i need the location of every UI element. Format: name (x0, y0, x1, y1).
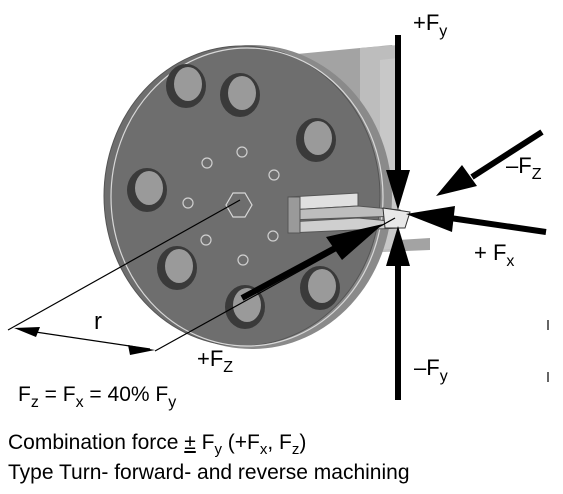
bolt-holes (182, 146, 280, 266)
label-plus-fx: + Fx (474, 240, 515, 270)
caption-line-1: Combination force ± Fy (+Fx, Fz) (8, 431, 307, 458)
caption-line-2: Type Turn- forward- and reverse machinin… (8, 461, 410, 484)
force-arrows (240, 35, 547, 400)
label-plus-fz: +FZ (197, 346, 234, 376)
center-hexagon (225, 192, 253, 218)
label-plus-fy: +Fy (413, 10, 448, 40)
label-minus-fy: –Fy (414, 355, 448, 385)
radius-arrow-left (14, 327, 40, 337)
radius-arrow-right (128, 345, 155, 355)
tool-pockets (127, 64, 340, 329)
force-ratio-equation: Fz = Fx = 40% Fy (18, 383, 177, 411)
label-minus-fz: –FZ (506, 153, 542, 183)
tool-bar (287, 192, 411, 234)
label-radius: r (94, 308, 102, 335)
